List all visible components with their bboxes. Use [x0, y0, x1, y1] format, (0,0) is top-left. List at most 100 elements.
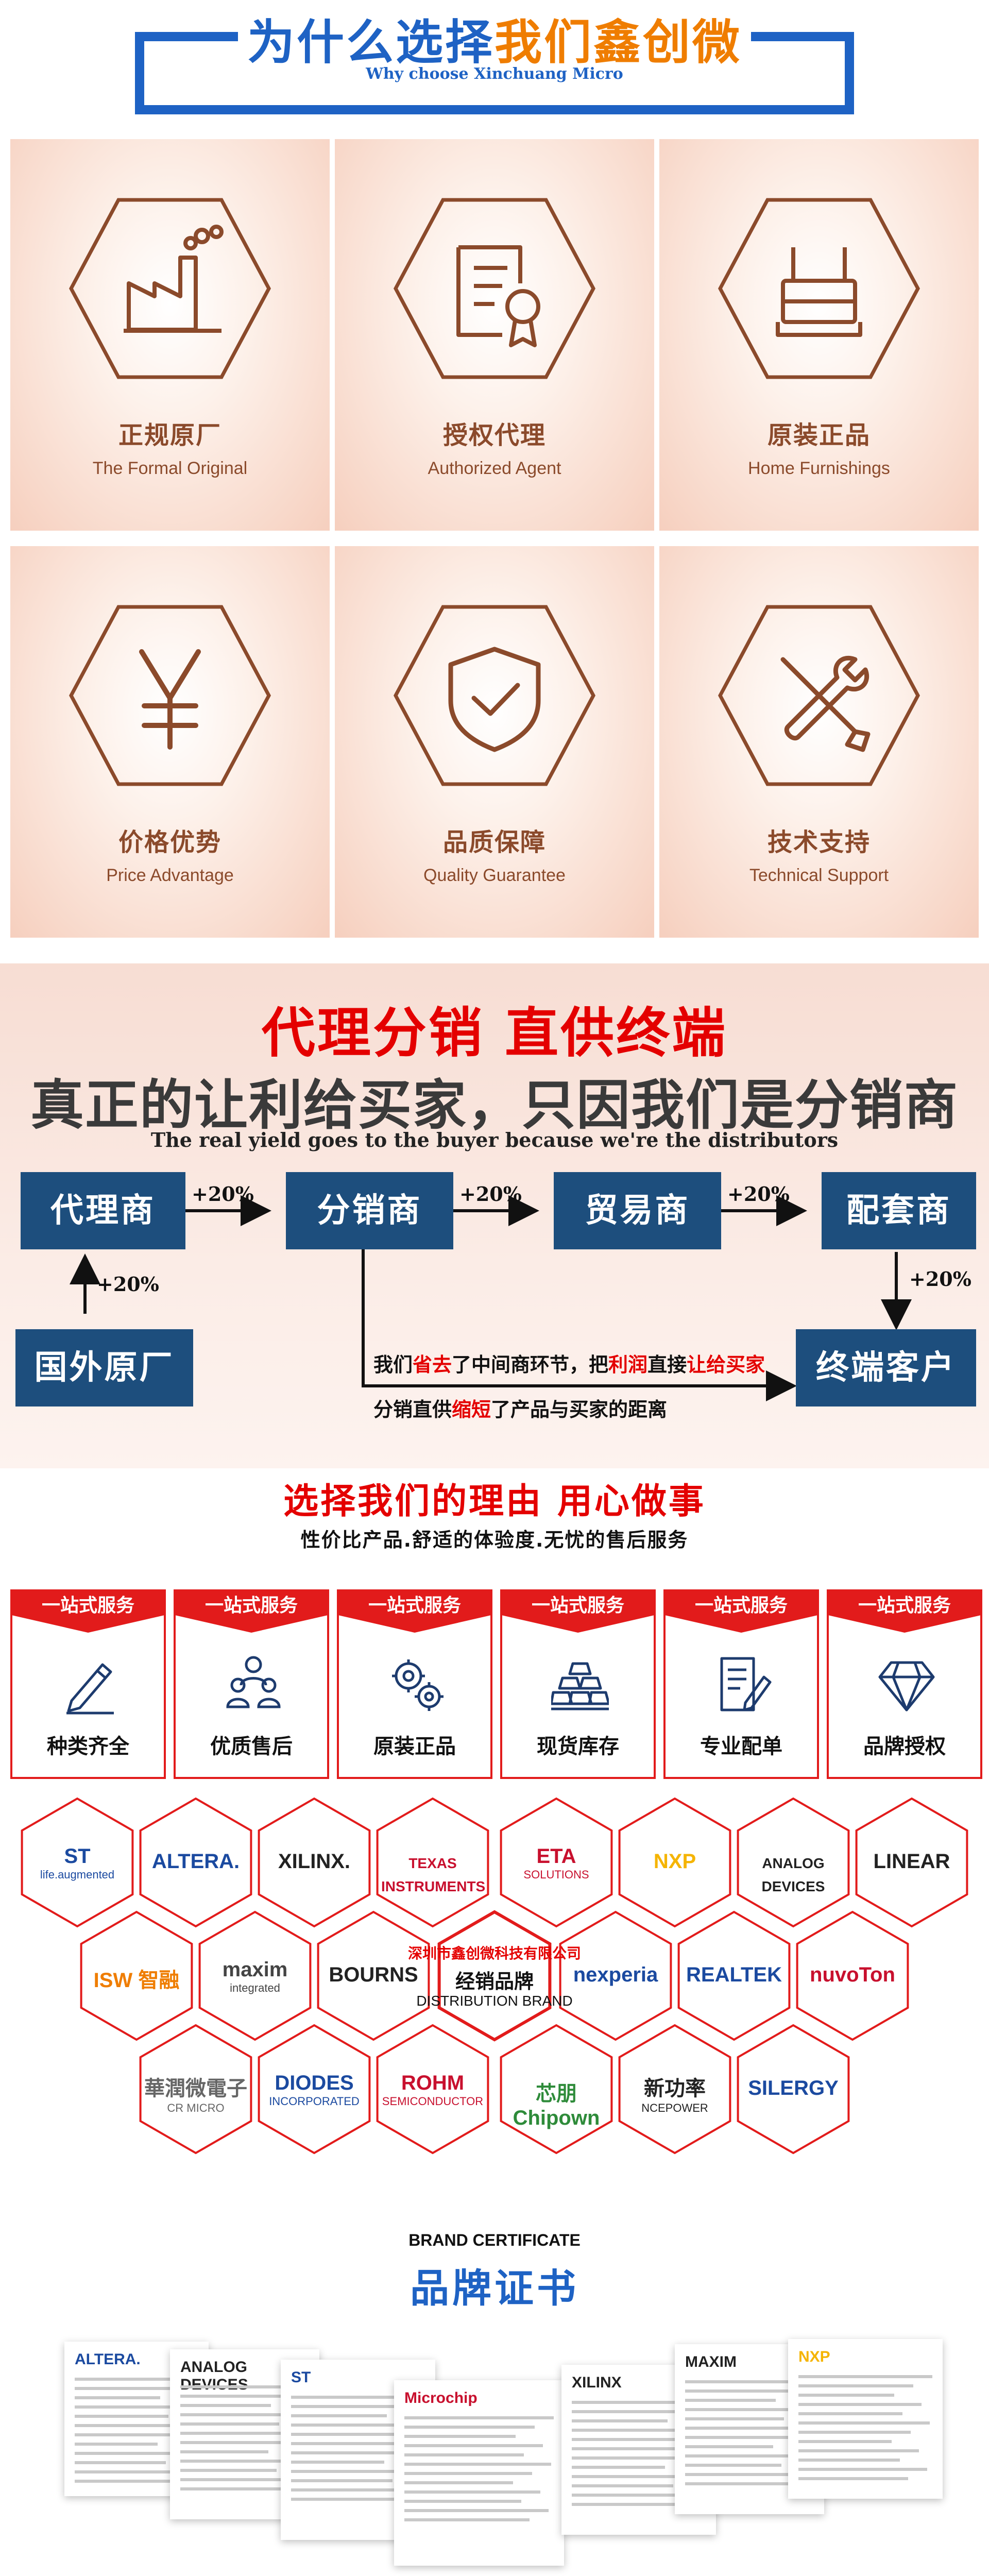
certificate-doc-line — [75, 2433, 177, 2436]
certificate-doc-line — [798, 2468, 927, 2471]
certificate-doc-line — [798, 2449, 919, 2452]
service-band: 一站式服务 — [666, 1591, 817, 1633]
brand-logo: ALTERA. — [144, 1850, 247, 1873]
note-highlight: 缩短 — [452, 1398, 491, 1421]
certificate-doc-line — [180, 2478, 304, 2481]
node-trader: 贸易商 — [554, 1172, 721, 1249]
honeycomb-cell — [796, 1910, 909, 2041]
certificate-doc-line — [404, 2453, 524, 2456]
brand-logo-name: maxim — [222, 1958, 288, 1981]
certificate-doc-line — [572, 2410, 687, 2413]
certificate-doc-brand: Microchip — [404, 2389, 478, 2406]
service-label: 专业配单 — [700, 1735, 782, 1758]
brand-logo-name: XILINX. — [278, 1850, 351, 1873]
certificate-doc-line — [180, 2404, 271, 2407]
certificate-doc-line — [685, 2473, 809, 2476]
note-text: 直接 — [647, 1353, 687, 1376]
brand-logo-name: nuvoTon — [810, 1963, 895, 1986]
certificate-doc-line — [180, 2450, 268, 2453]
certificate-doc-line — [404, 2490, 540, 2494]
honeycomb-cell — [559, 1910, 672, 2041]
honeycomb-cell — [376, 2024, 489, 2155]
service-band: 一站式服务 — [502, 1591, 654, 1633]
document-edit-icon — [720, 1657, 772, 1711]
certificate-doc-line — [572, 2438, 676, 2441]
certificate-doc-line — [572, 2466, 665, 2469]
certificate-doc-line — [798, 2421, 930, 2425]
honeycomb-cell — [376, 1797, 489, 1928]
brand-logo-name: ROHM — [401, 2072, 465, 2094]
brand-logo: 芯朋 Chipown — [505, 2077, 608, 2130]
node-supporter: 配套商 — [822, 1172, 976, 1249]
feature-title: 授权代理 — [442, 421, 546, 450]
feature-subtitle: Authorized Agent — [428, 459, 561, 478]
honeycomb-cell — [500, 1797, 613, 1928]
certificate-doc-line — [404, 2435, 516, 2438]
brand-logo-sub: SEMICONDUCTOR — [382, 2095, 484, 2108]
certificate-doc-line — [75, 2378, 198, 2381]
feature-subtitle: Technical Support — [749, 866, 889, 885]
brand-logo: nuvoTon — [801, 1963, 904, 1987]
honeycomb-cell — [80, 1910, 193, 2041]
feature-card-technical-support: 技术支持 Technical Support — [659, 546, 979, 938]
page-title: 为什么选择我们鑫创微 — [0, 4, 989, 73]
feature-card-authorized-agent: 授权代理 Authorized Agent — [335, 139, 654, 531]
service-band: 一站式服务 — [829, 1591, 980, 1633]
certificate-doc: Microchip — [394, 2380, 564, 2566]
honeycomb-frame — [21, 1797, 968, 2155]
note-text: 分销直供 — [373, 1398, 452, 1421]
team-icon — [226, 1656, 281, 1708]
certificate-doc-line — [572, 2484, 673, 2487]
brand-logo: LINEAR — [860, 1850, 963, 1873]
brand-logo-name: NXP — [653, 1850, 696, 1873]
service-label: 品牌授权 — [863, 1735, 946, 1758]
certificate-doc-line — [798, 2431, 911, 2434]
service-card-variety: 一站式服务 种类齐全 — [10, 1589, 166, 1779]
service-band-label: 一站式服务 — [858, 1595, 951, 1616]
feature-card-home-furnishings: 原装正品 Home Furnishings — [659, 139, 979, 531]
certificate-title-cn: 品牌证书 — [410, 2265, 579, 2311]
honeycomb-cell — [677, 1910, 791, 2041]
certificate-doc-line — [685, 2417, 784, 2420]
certificate-doc-line — [75, 2480, 174, 2483]
page-header: 为什么选择我们鑫创微 Why choose Xinchuang Micro — [0, 0, 989, 129]
certificate-doc-line — [404, 2509, 549, 2512]
page-subtitle: Why choose Xinchuang Micro — [366, 65, 623, 83]
service-card-brand-auth: 一站式服务 品牌授权 — [827, 1589, 982, 1779]
certificate-doc-line — [180, 2469, 277, 2472]
certificate-doc-line — [404, 2472, 532, 2475]
feature-subtitle: The Formal Original — [92, 459, 248, 478]
certificate-doc-line — [291, 2405, 406, 2408]
certificate-doc-line — [572, 2503, 681, 2506]
node-foreign-factory: 国外原厂 — [15, 1329, 193, 1406]
header-frame-top-right — [751, 32, 854, 41]
certificate-doc-line — [685, 2399, 776, 2402]
feature-card-price-advantage: 价格优势 Price Advantage — [10, 546, 330, 938]
node-agent: 代理商 — [21, 1172, 185, 1249]
feature-card-quality-guarantee: 品质保障 Quality Guarantee — [335, 546, 654, 938]
certificate-doc-line — [291, 2442, 422, 2445]
brand-logo: XILINX. — [263, 1850, 366, 1873]
service-band-label: 一站式服务 — [368, 1595, 461, 1616]
certificate-doc-line — [685, 2380, 814, 2383]
certificate-doc-brand: NXP — [798, 2348, 830, 2365]
certificate-doc-line — [685, 2436, 792, 2439]
title-part1: 为什么选择 — [247, 15, 494, 70]
brand-logo-sub: life.augmented — [40, 1868, 115, 1881]
service-band: 一站式服务 — [339, 1591, 490, 1633]
certificate-doc-line — [404, 2463, 551, 2466]
markup-label: +20% — [727, 1182, 790, 1206]
header-frame — [135, 32, 854, 114]
certificate-icon — [394, 198, 595, 379]
certificate-doc-line — [685, 2445, 773, 2448]
certificate-doc-line — [572, 2447, 703, 2450]
certificate-doc-line — [404, 2426, 535, 2429]
honeycomb-cell — [618, 1797, 731, 1928]
service-card-stock: 一站式服务 现货库存 — [500, 1589, 656, 1779]
certificate-doc-line — [291, 2451, 403, 2454]
honeycomb-cell — [317, 1910, 430, 2041]
brand-logo: REALTEK — [683, 1963, 786, 1987]
certificate-doc-line — [798, 2412, 902, 2415]
